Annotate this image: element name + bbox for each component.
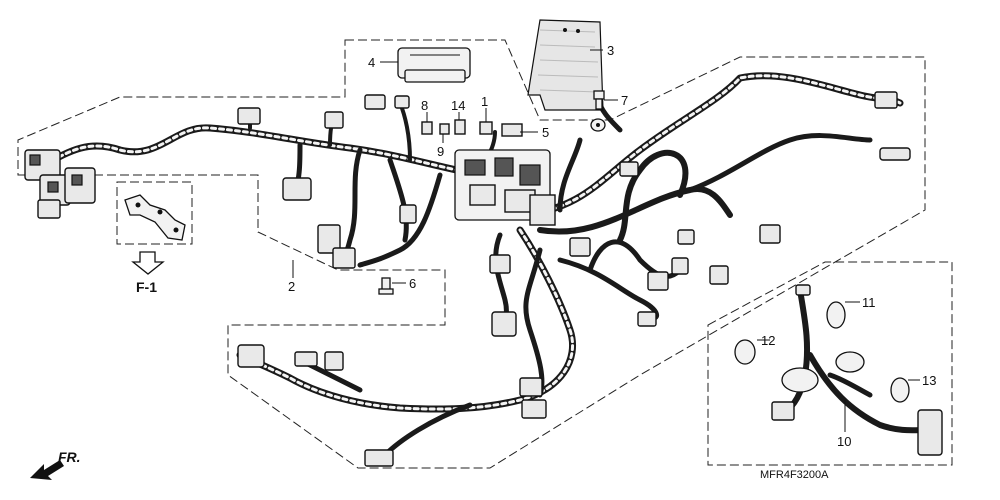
main-junction-block [454,149,556,226]
f1-reference-box [116,181,193,245]
f1-bracket [124,194,186,241]
callout-6: 6 [409,276,416,291]
part-7-bolt [593,90,605,110]
callout-5: 5 [542,125,549,140]
small-fuses-and-relays [421,119,523,137]
ground-terminal [590,118,606,132]
front-direction-label: FR. [58,449,81,465]
callout-10: 10 [837,434,851,449]
callout-4: 4 [368,55,375,70]
callout-14: 14 [451,98,465,113]
f1-pointer-arrow [131,251,165,275]
callout-9: 9 [437,144,444,159]
part-3-cover [527,19,604,111]
callout-3: 3 [607,43,614,58]
part-6-clip [378,277,394,295]
callout-1: 1 [481,94,488,109]
harness-wires [41,72,904,458]
callout-leaders [292,49,920,432]
callout-labels: 1 2 3 4 5 6 7 8 9 10 11 12 13 14 F-1 FR.… [58,43,936,481]
part-4-box [397,47,471,83]
inset-clamps [734,301,910,403]
reference-label-f1: F-1 [136,279,157,295]
drawing-code: MFR4F3200A [760,469,829,481]
harness-connectors [237,91,911,467]
callout-13: 13 [922,373,936,388]
inset-boundary [707,261,953,466]
callout-11: 11 [862,295,876,310]
callout-7: 7 [621,93,628,108]
callout-2: 2 [288,279,295,294]
front-direction-arrow [30,460,64,480]
inset-harness-10 [771,284,943,456]
callout-8: 8 [421,98,428,113]
left-connector-cluster [24,149,96,219]
callout-12: 12 [761,333,775,348]
